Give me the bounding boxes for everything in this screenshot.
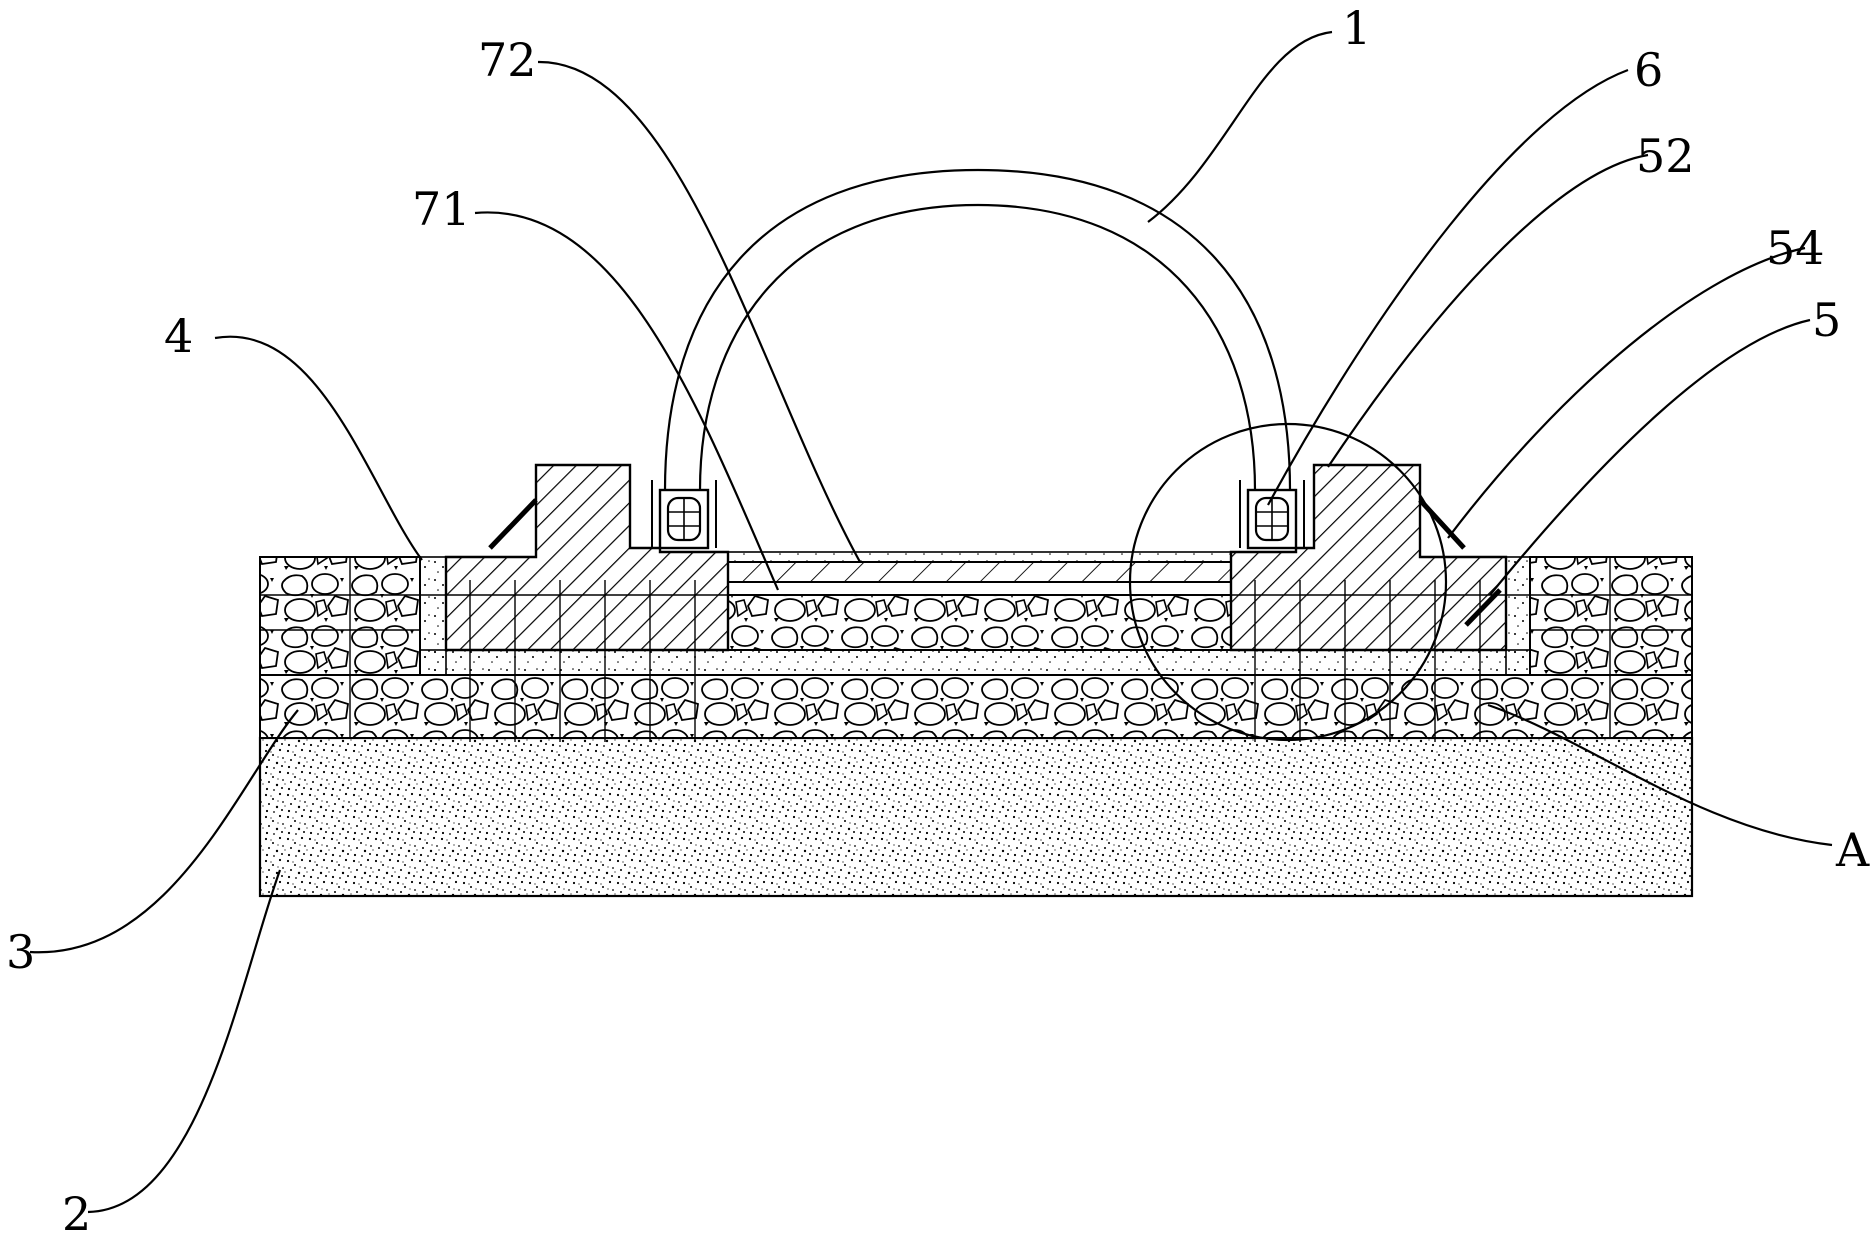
gravel-bed [728,595,1231,650]
label-rubble-layer: 3 [6,925,35,979]
label-right-foundation: 5 [1812,293,1841,347]
label-track-rail: 6 [1634,43,1663,97]
label-floor-slab: 72 [478,33,537,87]
rubble-layer-upper-right [1530,557,1692,675]
fill-zone-right [1506,557,1530,675]
label-anchor-bolt: 52 [1636,129,1695,183]
label-fill-zone: 4 [164,309,193,363]
label-detail-callout: A [1835,823,1870,877]
label-base-soil: 2 [62,1187,91,1238]
label-arch-canopy: 1 [1342,1,1371,55]
base-soil-layer [260,738,1692,896]
label-support-brace: 54 [1766,221,1825,275]
label-gravel-bed: 71 [412,182,471,236]
right-track-rail [1240,480,1304,548]
arch-canopy [665,170,1290,490]
left-track-rail [652,480,716,548]
fill-zone-bottom [420,650,1530,675]
floor-slab [728,562,1231,582]
rubble-layer-lower [260,675,1692,738]
rubble-layer-upper-left [260,557,420,675]
floor-slab-top [728,552,1231,562]
